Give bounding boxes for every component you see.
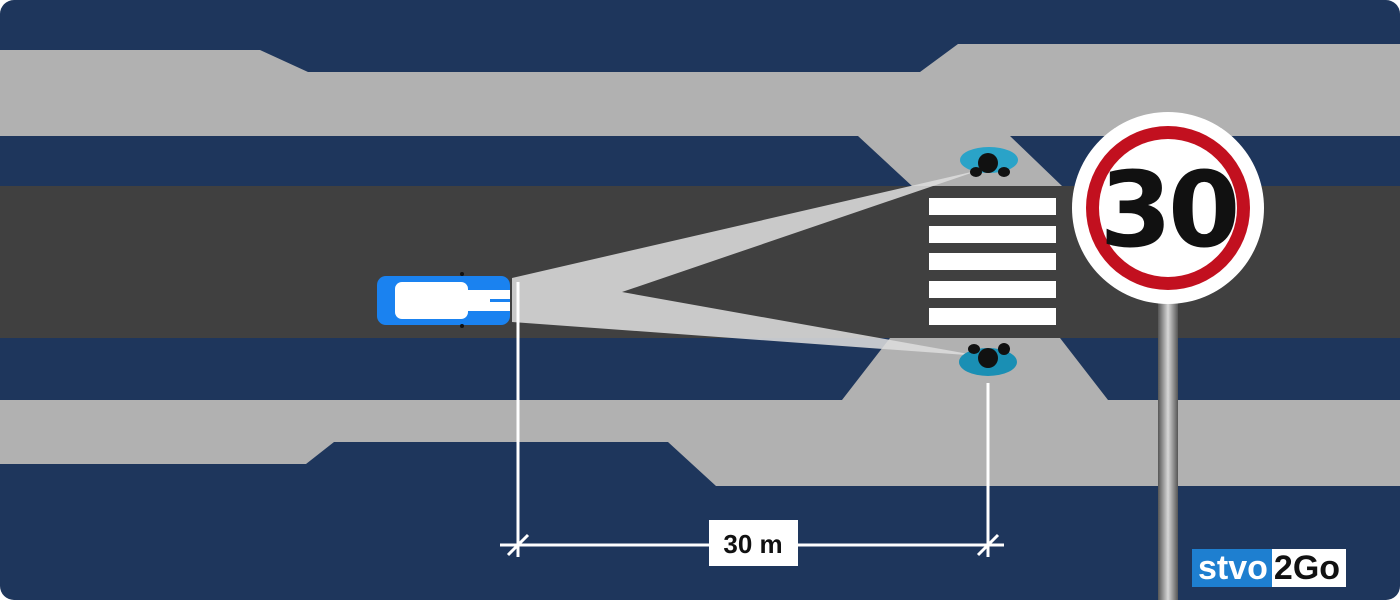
dimension-tick-right xyxy=(976,533,1000,557)
stvo2go-logo: stvo 2Go xyxy=(1192,549,1347,587)
car xyxy=(377,272,510,328)
crosswalk-stripe xyxy=(929,308,1056,325)
logo-part-stvo: stvo xyxy=(1192,549,1272,587)
sidewalk-bottom xyxy=(0,338,1400,486)
sight-cone xyxy=(512,170,980,356)
logo-part-2go: 2Go xyxy=(1271,549,1347,587)
speed-limit-value: 30 xyxy=(1100,149,1237,271)
distance-label-box xyxy=(709,520,798,566)
pedestrian-bottom xyxy=(959,343,1017,376)
crosswalk-stripe xyxy=(929,226,1056,243)
crosswalk xyxy=(929,198,1056,325)
dimension-tick-left xyxy=(506,533,530,557)
sidewalk-top xyxy=(0,44,1400,186)
distance-label: 30 m xyxy=(723,529,782,559)
crosswalk-stripe xyxy=(929,198,1056,215)
pedestrian-top xyxy=(960,147,1018,177)
speed-limit-sign: 30 xyxy=(1072,112,1264,304)
sign-pole xyxy=(1158,300,1178,600)
crosswalk-stripe xyxy=(929,253,1056,270)
crosswalk-stripe xyxy=(929,281,1056,298)
